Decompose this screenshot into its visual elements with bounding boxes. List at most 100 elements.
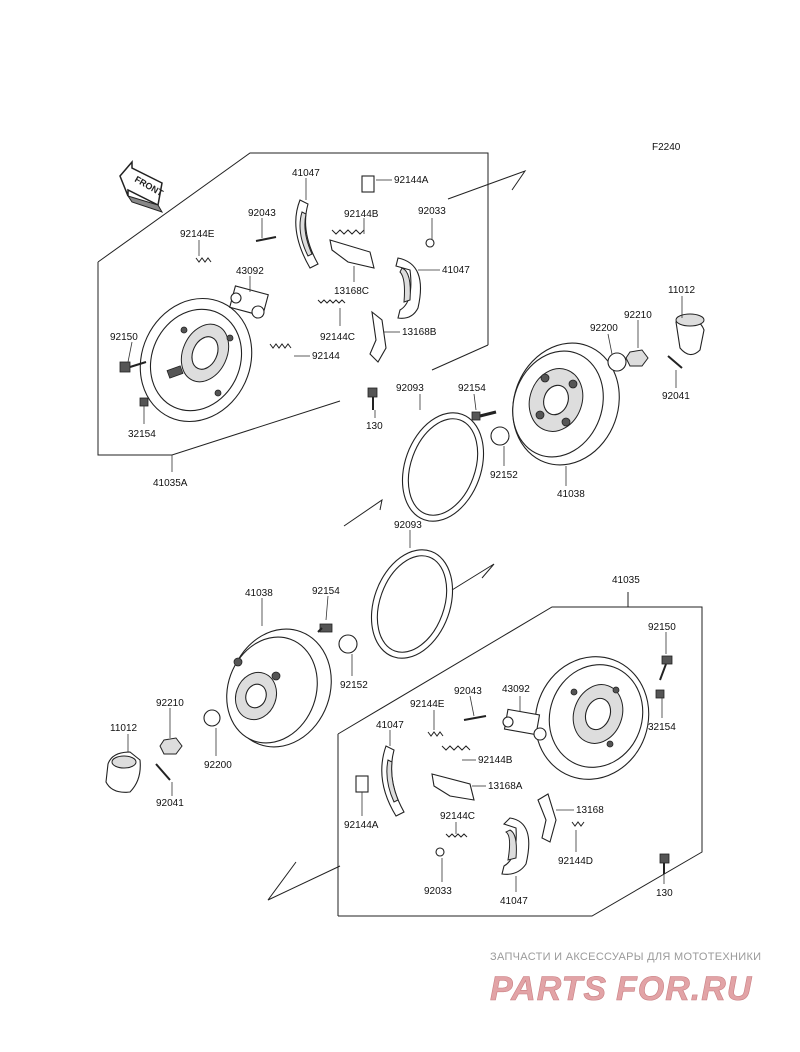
lever-13168a	[431, 773, 475, 801]
lower-hub-line	[451, 563, 495, 591]
label-92033-upper: 92033	[418, 206, 446, 217]
lever-13168c	[329, 239, 375, 269]
backing-plate-upper	[139, 297, 253, 423]
wheel-cylinder-upper	[229, 285, 269, 319]
lower-hub-labels: 92093 41038 92154 92152 92210 11012 9220…	[110, 520, 422, 809]
nut-92210-upper	[625, 349, 649, 367]
label-92144b-lower: 92144B	[478, 755, 513, 766]
label-11012-lower: 11012	[110, 723, 138, 734]
clip-92033-lower	[435, 847, 445, 857]
label-92210-lower: 92210	[156, 698, 184, 709]
label-92144-upper: 92144	[312, 351, 340, 362]
label-92093-upper: 92093	[396, 383, 424, 394]
label-92152-upper: 92152	[490, 470, 518, 481]
washer-92152-upper	[490, 426, 510, 446]
right-hub-line	[343, 498, 383, 527]
brake-shoe-lower-a	[381, 745, 405, 817]
label-32154-upper: 32154	[128, 429, 156, 440]
cap-11012-upper	[675, 313, 705, 356]
label-92041-upper: 92041	[662, 391, 690, 402]
label-92200-lower: 92200	[204, 760, 232, 771]
label-92144e-upper: 92144E	[180, 229, 215, 240]
bolt-32154-upper	[139, 397, 149, 407]
spring-92144-upper	[269, 343, 292, 349]
brake-shoe-upper-a	[295, 199, 319, 269]
bolt-92150-lower	[659, 655, 673, 681]
label-43092-lower: 43092	[502, 684, 530, 695]
bolt-32154-lower	[655, 689, 665, 699]
nut-92210-lower	[159, 737, 183, 755]
wheel-cylinder-lower	[502, 708, 547, 741]
label-92144a-upper: 92144A	[394, 175, 429, 186]
label-92041-lower: 92041	[156, 798, 184, 809]
cotter-pin-92041-upper	[667, 355, 683, 369]
upper-leaders	[127, 178, 440, 472]
label-92144e-lower: 92144E	[410, 699, 445, 710]
label-92033-lower: 92033	[424, 886, 452, 897]
upper-frame	[97, 152, 527, 456]
brake-shoe-upper-b	[395, 257, 422, 319]
label-92144c-lower: 92144C	[440, 811, 475, 822]
washer-92200-upper	[607, 352, 627, 372]
label-41047-lower-b: 41047	[500, 896, 528, 907]
label-13168b: 13168B	[402, 327, 437, 338]
label-92144d: 92144D	[558, 856, 593, 867]
label-41038-lower: 41038	[245, 588, 273, 599]
label-41038-upper: 41038	[557, 489, 585, 500]
watermark-brand-right: FOR.RU	[616, 970, 753, 1008]
label-43092-upper: 43092	[236, 266, 264, 277]
label-92210-upper: 92210	[624, 310, 652, 321]
seal-ring-upper	[401, 412, 485, 522]
label-92144a-lower: 92144A	[344, 820, 379, 831]
lever-13168	[537, 793, 557, 843]
label-92150-lower: 92150	[648, 622, 676, 633]
spring-92144c-lower	[445, 833, 468, 838]
clip-92144a-upper	[361, 175, 375, 193]
pin-92043-upper	[255, 236, 277, 242]
label-92144c-upper: 92144C	[320, 332, 355, 343]
label-92154-lower: 92154	[312, 586, 340, 597]
clip-92033-upper	[425, 238, 435, 248]
bolt-92150-upper	[119, 361, 147, 373]
washer-92152-lower	[338, 634, 358, 654]
front-arrow-icon: FRONT	[119, 159, 165, 213]
watermark-brand-left: PARTS	[490, 970, 607, 1008]
spring-92144d	[571, 821, 585, 827]
label-41047-lower-a: 41047	[376, 720, 404, 731]
lower-hub-leaders	[127, 530, 411, 796]
bolt-130-upper	[367, 387, 378, 410]
lever-13168b	[369, 310, 387, 363]
lower-leaders	[361, 632, 667, 892]
brake-shoe-lower-b	[501, 817, 530, 875]
label-13168: 13168	[576, 805, 604, 816]
label-92150-upper: 92150	[110, 332, 138, 343]
bolt-92154-upper	[471, 410, 497, 421]
clip-92144a-lower	[355, 775, 369, 793]
lower-labels: 41035 92150 92043 43092 92144E 32154 410…	[344, 575, 676, 907]
seal-ring-lower	[370, 549, 454, 659]
spring-92144e-upper	[195, 257, 212, 263]
spring-92144e-lower	[427, 731, 444, 737]
label-92154-upper: 92154	[458, 383, 486, 394]
label-41047-upper-a: 41047	[292, 168, 320, 179]
cotter-pin-92041-lower	[155, 763, 171, 781]
spring-92144b-upper	[331, 229, 365, 235]
label-13168c: 13168C	[334, 286, 369, 297]
label-92200-upper: 92200	[590, 323, 618, 334]
watermark-caption: ЗАПЧАСТИ И АКСЕССУАРЫ ДЛЯ МОТОТЕХНИКИ	[490, 951, 762, 963]
brake-drum-lower	[226, 628, 332, 748]
label-41047-upper-b: 41047	[442, 265, 470, 276]
label-92152-lower: 92152	[340, 680, 368, 691]
washer-92200-lower	[203, 709, 221, 727]
label-130-upper: 130	[366, 421, 383, 432]
spring-92144c-upper	[317, 299, 346, 304]
figure-code: F2240	[652, 142, 681, 153]
cap-11012-lower	[105, 751, 141, 793]
label-32154-lower: 32154	[648, 722, 676, 733]
label-41035: 41035	[612, 575, 640, 586]
label-13168a: 13168A	[488, 781, 523, 792]
lower-frame	[267, 592, 703, 917]
label-92043-lower: 92043	[454, 686, 482, 697]
